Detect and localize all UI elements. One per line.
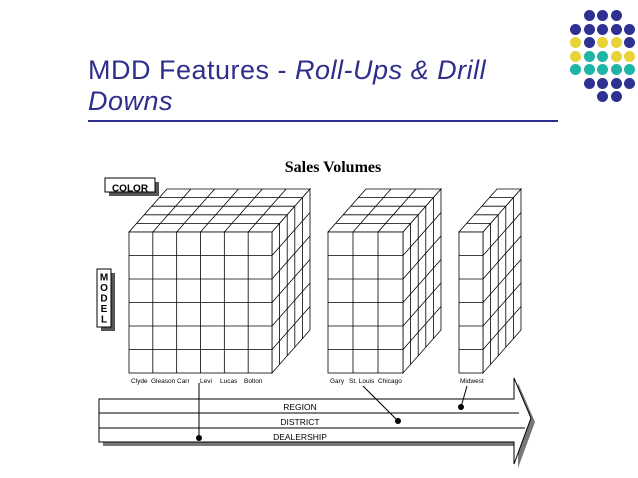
decorative-dot (624, 77, 635, 89)
decorative-dot (597, 64, 608, 75)
decorative-dot (583, 64, 595, 75)
decorative-dot (583, 50, 595, 62)
title-plain: MDD Features - (88, 55, 296, 85)
decorative-dot (597, 50, 608, 62)
slide-title: MDD Features - Roll-Ups & Drill Downs (88, 55, 558, 117)
model-letter: M (100, 273, 108, 284)
region-cube (458, 187, 522, 375)
district-cube (327, 187, 442, 375)
level-dealership: DEALERSHIP (273, 432, 327, 442)
decorative-dot (597, 10, 608, 21)
decorative-dot (597, 77, 608, 89)
drill-connectors (196, 383, 468, 441)
decorative-dot (583, 10, 595, 21)
decorative-dot (610, 23, 622, 35)
dealership-label: Gleason (151, 378, 176, 385)
model-letter: D (100, 294, 107, 305)
dealership-label: Carr (177, 378, 190, 385)
decorative-dot (624, 64, 635, 75)
decorative-dot (583, 77, 595, 89)
district-label: St. Louis (349, 378, 375, 385)
color-axis-label: COLOR (104, 177, 159, 196)
district-dot (395, 418, 401, 424)
decorative-dot (570, 23, 581, 35)
decorative-dot (583, 23, 595, 35)
dealership-label: Levi (200, 378, 212, 385)
dealership-dot (196, 435, 202, 441)
decorative-dot (570, 37, 581, 48)
title-underline (88, 120, 558, 122)
dealership-label: Clyde (131, 378, 148, 385)
decorative-dot (624, 50, 635, 62)
decorative-dot (597, 37, 608, 48)
district-label: Gary (330, 378, 345, 385)
model-letter: E (101, 304, 108, 315)
decorative-dot (624, 23, 635, 35)
decorative-dot (610, 77, 622, 89)
model-letter: O (100, 283, 108, 294)
decorative-dot (610, 64, 622, 75)
diagram-heading: Sales Volumes (285, 159, 381, 176)
decorative-dot (570, 50, 581, 62)
decorative-dot (583, 37, 595, 48)
hierarchy-arrow: REGION DISTRICT DEALERSHIP (98, 377, 535, 468)
dealership-label: Lucas (220, 378, 238, 385)
decorative-dot (570, 64, 581, 75)
region-label: Midwest (460, 378, 484, 385)
district-label: Chicago (378, 378, 402, 385)
region-dot (458, 404, 464, 410)
color-label: COLOR (112, 184, 149, 195)
decorative-dot (610, 91, 622, 102)
level-district: DISTRICT (280, 417, 319, 427)
title-italic: Roll-Ups & Drill Downs (88, 55, 487, 116)
decorative-dot (610, 37, 622, 48)
dealership-cube (128, 187, 311, 375)
model-letter: L (101, 315, 107, 326)
dealership-label: Bolton (244, 378, 263, 385)
decorative-dot (597, 23, 608, 35)
decorative-dot (624, 37, 635, 48)
level-region: REGION (283, 402, 317, 412)
decorative-dot (597, 91, 608, 102)
decorative-dot (610, 10, 622, 21)
decorative-dot (610, 50, 622, 62)
